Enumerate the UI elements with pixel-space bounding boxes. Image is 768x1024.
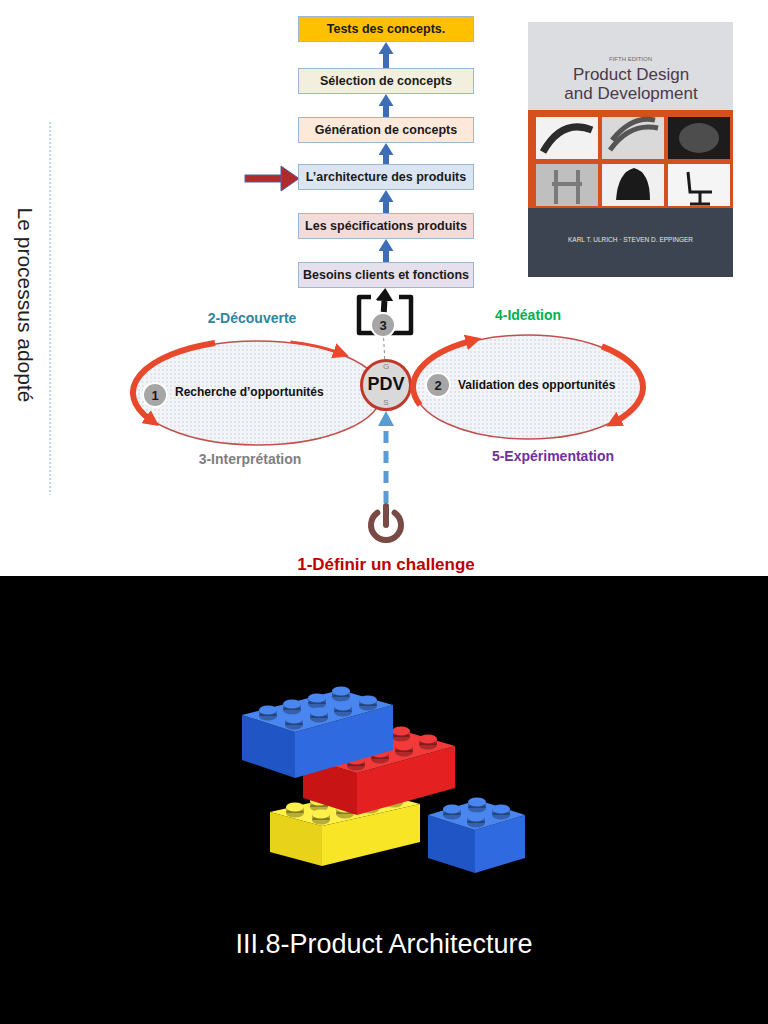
phase-label: 2-Découverte (152, 311, 352, 326)
dotted-rule (50, 122, 51, 495)
node-text: Génération de concepts (315, 123, 457, 137)
phase-label: 3-Interprétation (150, 452, 350, 467)
flow-arrow (383, 155, 389, 164)
chair-shape (616, 168, 650, 200)
process-box: Besoins clients et fonctions (298, 262, 474, 288)
chair-photo (536, 164, 598, 206)
chair-photo (668, 117, 730, 159)
process-box: Sélection de concepts (298, 68, 474, 94)
process-box: Les spécifications produits (298, 213, 474, 239)
power-bar (383, 506, 389, 525)
pointer-shaft (245, 175, 283, 182)
chair-photo (602, 164, 664, 206)
node-text: L’architecture des produits (306, 170, 466, 184)
small-blue-brick (428, 798, 525, 874)
process-box: Génération de concepts (298, 117, 474, 143)
chair-shape (679, 123, 719, 153)
brick-top (242, 690, 393, 732)
share-arrow (381, 301, 388, 312)
node-text: Tests des concepts. (327, 22, 446, 36)
brick-studs (259, 687, 377, 730)
chair-shape (543, 127, 592, 152)
book-edition: FIFTH EDITION (540, 56, 721, 63)
node-text: S (360, 398, 412, 408)
book-top-panel (528, 22, 733, 112)
process-box: L’architecture des produits (298, 164, 474, 190)
chair-shape (552, 170, 582, 204)
phase-label: 4-Idéation (428, 308, 628, 323)
pdv-circle: G PDV S (360, 359, 412, 411)
book-authors: KARL T. ULRICH · STEVEN D. EPPINGER (530, 236, 731, 243)
chair-shape (610, 119, 658, 150)
callout-number: 2 (425, 372, 451, 398)
chair-photo (668, 164, 730, 206)
callout-number: 2 (434, 378, 441, 393)
cycle-arc (602, 346, 643, 421)
callout-number: 3 (379, 318, 386, 333)
book-cover (528, 22, 733, 277)
book-orange-band (528, 110, 733, 208)
node-text: Sélection de concepts (320, 74, 452, 88)
callout-number: 3 (370, 312, 396, 338)
node-text: PDV (360, 374, 412, 396)
flow-arrow (383, 106, 389, 117)
node-text: Validation des opportunités (458, 378, 638, 392)
node-text: G (360, 362, 412, 372)
start-icon: 1-Définir un challenge (364, 503, 408, 547)
chair-photo (602, 117, 664, 159)
node-outline (364, 503, 408, 547)
side-title: Le processus adopté (13, 208, 36, 403)
flow-arrow (383, 202, 389, 213)
node-text: Besoins clients et fonctions (303, 268, 469, 282)
book-title: Product Design and Development (561, 66, 701, 103)
cycle-arc (133, 343, 215, 420)
node-text: Recherche d’opportunités (175, 385, 340, 399)
brick-studs (443, 798, 510, 828)
cycle-arc (413, 341, 470, 405)
dark-panel (0, 576, 768, 1024)
chair-photo (536, 117, 598, 159)
node-text: Les spécifications produits (305, 219, 467, 233)
node-text: 1-Définir un challenge (271, 555, 501, 575)
start-arrow (384, 426, 389, 503)
pointer-head (281, 166, 299, 191)
process-box: Tests des concepts. (298, 16, 474, 42)
callout-number: 1 (151, 388, 158, 403)
flow-arrow (383, 54, 389, 68)
cycle-arc (290, 342, 338, 353)
slide-title: III.8-Product Architecture (0, 930, 768, 960)
chair-shape (688, 172, 712, 204)
callout-number: 1 (142, 382, 168, 408)
flow-arrow (383, 251, 389, 262)
dashed-link (384, 338, 385, 359)
phase-label: 5-Expérimentation (453, 449, 653, 464)
blue-brick (242, 687, 393, 779)
